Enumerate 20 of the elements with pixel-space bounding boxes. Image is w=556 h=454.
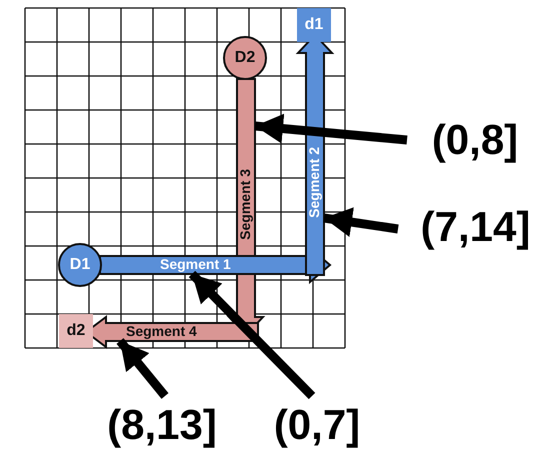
interval-label: (0,8] (432, 119, 518, 161)
interval-label: (7,14] (420, 206, 530, 248)
destination-box (59, 314, 93, 348)
start-circle (223, 36, 267, 80)
leader-arrow (323, 207, 399, 237)
node-label: d2 (66, 323, 86, 339)
node-label: d1 (304, 17, 324, 33)
node-label: D1 (70, 257, 90, 273)
destination-box (297, 8, 331, 42)
node-label: D2 (234, 50, 256, 66)
segment-label: Segment 3 (238, 169, 252, 240)
segment-label: Segment 4 (126, 324, 197, 338)
interval-label: (8,13] (107, 404, 217, 446)
leader-arrow (254, 114, 408, 144)
segment-label: Segment 2 (307, 147, 321, 218)
leader-arrow (116, 338, 168, 399)
start-circle (58, 243, 102, 287)
interval-label: (0,7] (274, 404, 360, 446)
leader-arrow (188, 270, 316, 400)
segment-label: Segment 1 (160, 257, 231, 271)
